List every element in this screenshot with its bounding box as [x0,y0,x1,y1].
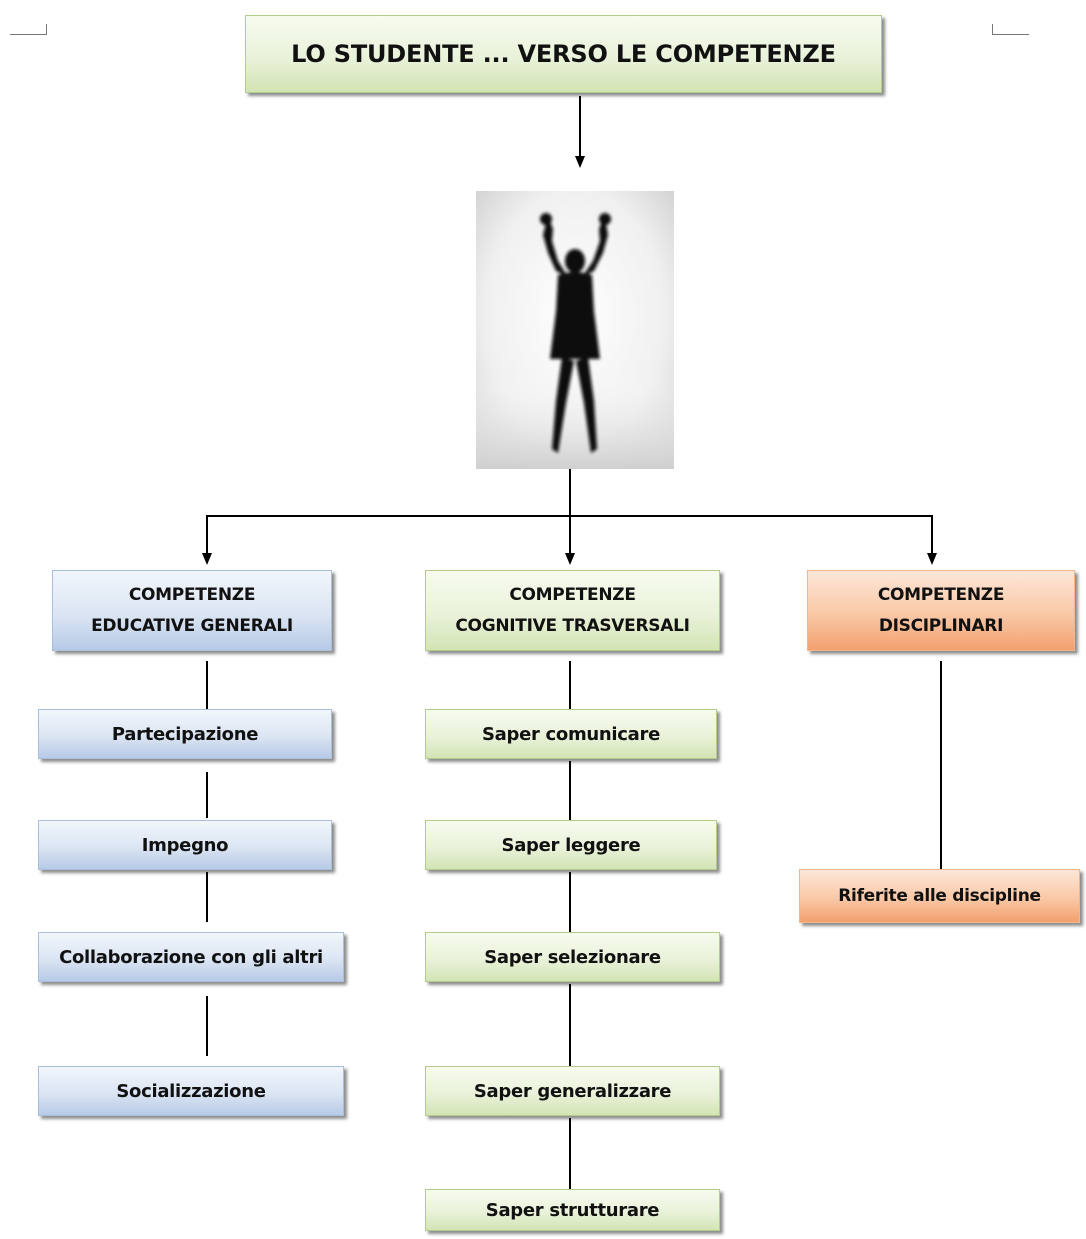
list-item-label: Saper strutturare [485,1199,660,1221]
list-item-educative: Socializzazione [38,1066,344,1116]
list-item-label: Collaborazione con gli altri [59,946,323,968]
student-silhouette-image [476,191,674,469]
header-line1: COMPETENZE [128,584,256,605]
connector-educative-1 [206,661,208,709]
connector-title-figure [579,96,581,158]
list-item-disciplinari: Riferite alle discipline [799,869,1080,923]
person-silhouette-icon [540,213,611,453]
header-line2: COGNITIVE TRASVERSALI [455,615,690,636]
list-item-label: Socializzazione [116,1080,266,1102]
arrow-to-cognitive [565,553,575,565]
connector-figure-branch [569,469,571,517]
title-box: LO STUDENTE ... VERSO LE COMPETENZE [245,15,882,93]
connector-cognitive-2 [569,761,571,820]
title-text: LO STUDENTE ... VERSO LE COMPETENZE [291,39,836,68]
list-item-label: Saper generalizzare [473,1080,672,1102]
connector-educative-4 [206,996,208,1056]
list-item-cognitive: Saper comunicare [425,709,717,759]
header-competenze-educative: COMPETENZE EDUCATIVE GENERALI [52,570,332,651]
list-item-cognitive: Saper leggere [425,820,717,870]
header-line2: EDUCATIVE GENERALI [91,615,293,636]
branch-left-drop [206,515,208,555]
branch-middle-drop [569,515,571,555]
arrow-to-disciplinari [927,553,937,565]
connector-educative-3 [206,872,208,922]
connector-educative-2 [206,772,208,818]
page-corner-mark-left [10,24,47,35]
header-line1: COMPETENZE [509,584,636,605]
connector-cognitive-1 [569,661,571,709]
header-competenze-disciplinari: COMPETENZE DISCIPLINARI [807,570,1075,651]
arrow-to-educative [202,553,212,565]
list-item-educative: Impegno [38,820,332,870]
header-line2: DISCIPLINARI [878,615,1004,636]
list-item-label: Saper leggere [501,834,641,856]
list-item-cognitive: Saper selezionare [425,932,720,982]
list-item-label: Riferite alle discipline [838,885,1041,906]
list-item-label: Partecipazione [111,723,259,745]
list-item-label: Impegno [141,834,229,856]
list-item-cognitive: Saper strutturare [425,1189,720,1231]
connector-cognitive-4 [569,984,571,1066]
list-item-educative: Collaborazione con gli altri [38,932,344,982]
connector-cognitive-5 [569,1118,571,1189]
list-item-label: Saper selezionare [484,946,661,968]
branch-right-drop [931,515,933,555]
header-line1: COMPETENZE [877,584,1005,605]
connector-cognitive-3 [569,872,571,932]
page-corner-mark-right [992,24,1029,35]
list-item-label: Saper comunicare [481,723,661,745]
header-competenze-cognitive: COMPETENZE COGNITIVE TRASVERSALI [425,570,720,651]
connector-disciplinari-1 [940,661,942,869]
arrow-to-figure [575,156,585,168]
list-item-educative: Partecipazione [38,709,332,759]
list-item-cognitive: Saper generalizzare [425,1066,720,1116]
